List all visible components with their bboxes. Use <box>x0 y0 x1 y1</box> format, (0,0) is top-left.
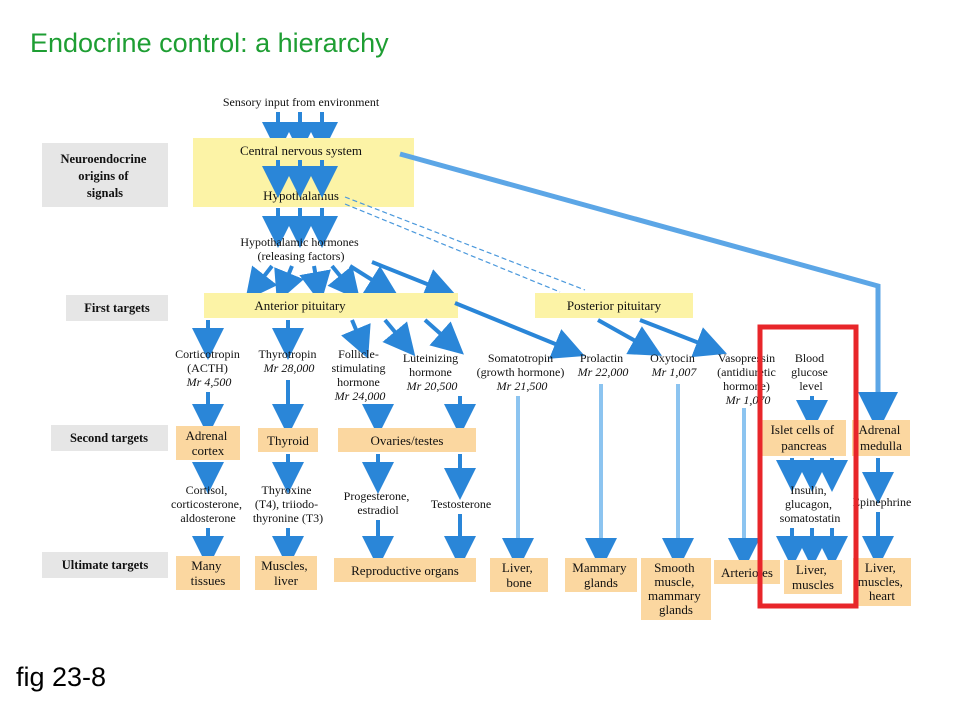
islet-box <box>762 420 846 456</box>
figure-label: fig 23-8 <box>16 662 107 692</box>
liver-muscles-heart-label: Liver, muscles, heart <box>858 560 906 603</box>
muscles-liver-label: Muscles, liver <box>261 558 311 588</box>
vasopressin-label: Vasopressin (antidiuretic hormone) Mr 1,… <box>717 351 779 407</box>
ovaries-label: Ovaries/testes <box>371 433 444 448</box>
second-to-hormone-arrows <box>192 454 894 504</box>
reproductive-label: Reproductive organs <box>351 563 459 578</box>
oxytocin-label: Oxytocin Mr 1,007 <box>650 351 698 379</box>
prolactin-label: Prolactin Mr 22,000 <box>577 351 629 379</box>
arterioles-label: Arterioles <box>721 565 773 580</box>
somatotropin-label: Somatotropin (growth hormone) Mr 21,500 <box>477 351 568 393</box>
adrenal-cortex-label: Adrenal cortex <box>185 428 230 458</box>
smooth-muscle-label: Smooth muscle, mammary glands <box>648 560 704 617</box>
testosterone-label: Testosterone <box>431 497 491 511</box>
side-label-second: Second targets <box>70 431 148 445</box>
side-label-second-bg <box>51 425 168 451</box>
posterior-pituitary-label: Posterior pituitary <box>567 298 662 313</box>
cortisol-label: Cortisol, corticosterone, aldosterone <box>171 483 245 525</box>
thyroid-box <box>258 428 318 452</box>
liver-muscles-box <box>784 560 842 594</box>
liver-muscles-label: Liver, muscles <box>792 562 834 592</box>
insulin-label: Insulin, glucagon, somatostatin <box>780 483 841 525</box>
direct-to-ultimate-arrows <box>502 384 760 570</box>
side-label-first: First targets <box>84 301 150 315</box>
side-label-ultimate-bg <box>42 552 168 578</box>
sensory-arrows <box>262 112 338 154</box>
thyrotropin-label: Thyrotropin Mr 28,000 <box>259 347 320 375</box>
side-label-ultimate: Ultimate targets <box>62 558 149 572</box>
corticotropin-label: Corticotropin (ACTH) Mr 4,500 <box>175 347 243 389</box>
blood-glucose-label: Blood glucose level <box>791 351 831 393</box>
cns-to-adrenal-medulla-arrow <box>399 151 898 432</box>
anterior-pituitary-box <box>204 293 458 318</box>
hormone-to-second-arrows <box>192 380 828 436</box>
mammary-label: Mammary glands <box>572 560 629 590</box>
adrenal-cortex-box <box>176 426 240 460</box>
anterior-pituitary-label: Anterior pituitary <box>254 298 346 313</box>
arterioles-box <box>714 560 780 584</box>
thyroxine-label: Thyroxine (T4), triiodo- thyronine (T3) <box>253 483 323 525</box>
smooth-muscle-box <box>641 558 711 620</box>
progesterone-label: Progesterone, estradiol <box>344 489 413 517</box>
anterior-to-hormone-arrows <box>192 301 727 360</box>
mammary-box <box>565 558 637 592</box>
highlight-frame <box>757 324 859 609</box>
hypothalamic-hormones-label: Hypothalamic hormones (releasing factors… <box>240 235 361 263</box>
hormone-to-ultimate-arrows <box>192 512 894 568</box>
many-tissues-box <box>176 556 240 590</box>
many-tissues-label: Many tissues <box>191 558 226 588</box>
liver-muscles-heart-box <box>853 558 911 606</box>
adrenal-medulla-label: Adrenal medulla <box>858 422 903 453</box>
sensory-input-label: Sensory input from environment <box>223 95 380 109</box>
releasing-to-anterior-arrows <box>245 260 457 304</box>
liver-bone-box <box>490 558 548 592</box>
thyroid-label: Thyroid <box>267 433 309 448</box>
ovaries-box <box>338 428 476 452</box>
reproductive-box <box>334 558 476 582</box>
side-label-neuroendocrine: Neuroendocrine origins of signals <box>61 152 150 200</box>
cns-label: Central nervous system <box>240 143 362 158</box>
epinephrine-label: Epinephrine <box>853 495 912 509</box>
muscles-liver-box <box>255 556 317 590</box>
cns-to-hypothalamus-arrows <box>262 160 338 198</box>
fsh-label: Follicle- stimulating hormone Mr 24,000 <box>332 347 389 403</box>
hypothalamus-to-posterior-dashes <box>344 196 586 293</box>
liver-bone-label: Liver, bone <box>502 560 536 590</box>
islet-label: Islet cells of pancreas <box>771 422 838 453</box>
side-label-first-bg <box>66 295 168 321</box>
hypothalamus-label: Hypothalamus <box>263 188 339 203</box>
side-label-neuroendocrine-bg <box>42 143 168 207</box>
posterior-pituitary-box <box>535 293 693 318</box>
lh-label: Luteinizing hormone Mr 20,500 <box>403 351 461 393</box>
adrenal-medulla-box <box>852 420 910 456</box>
page-title: Endocrine control: a hierarchy <box>30 28 389 58</box>
hypothalamus-to-releasing-arrows <box>262 208 338 248</box>
